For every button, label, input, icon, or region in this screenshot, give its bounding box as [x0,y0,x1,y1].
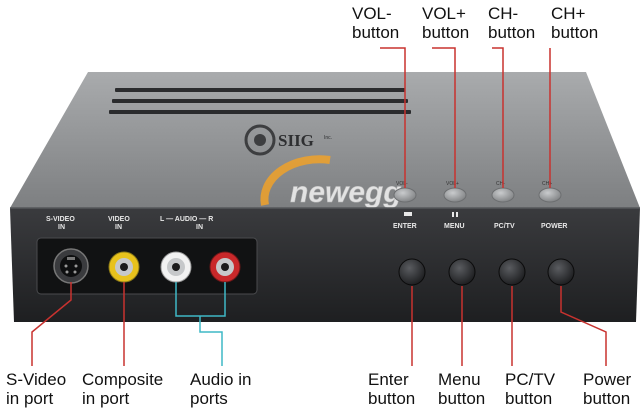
svg-text:CH-: CH- [496,181,505,187]
top-callout-lines [380,47,551,188]
svg-text:Inc.: Inc. [324,135,332,141]
vent-slot [109,110,411,114]
callout-composite-port: Composite in port [82,370,164,408]
vent-slot [115,88,405,92]
bottom-callout-lines [31,282,607,366]
vol-plus-top-button [443,187,467,203]
enter-button [398,258,426,286]
svg-text:ENTER: ENTER [393,223,417,230]
enter-icon [404,212,412,216]
svg-text:MENU: MENU [444,223,465,230]
power-button [547,258,575,286]
callout-power-button: Power button [583,370,632,408]
svg-text:VOL+: VOL+ [446,181,459,187]
ch-plus-top-button [538,187,562,203]
port-well [36,237,258,295]
callout-menu-button: Menu button [438,370,486,408]
svg-text:S-VIDEO: S-VIDEO [46,216,75,223]
newegg-watermark: newegg [260,155,402,209]
svg-text:VIDEO: VIDEO [108,216,130,223]
callout-vol-minus: VOL- button [352,4,400,42]
callout-pctv-button: PC/TV button [505,370,556,408]
svg-text:newegg: newegg [290,176,402,209]
audio-callout-lines [175,282,226,366]
callout-vol-plus: VOL+ button [422,4,470,42]
callout-audio-ports: Audio in ports [190,370,252,408]
brand-logo-text: SIIG [278,131,314,150]
vent-slot [112,99,408,103]
brand-logo-gear-icon [244,124,276,156]
svg-text:IN: IN [58,224,65,231]
svg-text:VOL-: VOL- [396,181,408,187]
pause-icon [452,212,454,217]
menu-button [448,258,476,286]
svg-text:IN: IN [196,224,203,231]
pctv-button [498,258,526,286]
callout-ch-plus: CH+ button [551,4,599,42]
callout-enter-button: Enter button [368,370,416,408]
ch-minus-top-button [491,187,515,203]
chassis-top-face [10,72,640,208]
svg-text:POWER: POWER [541,223,567,230]
svg-text:L — AUDIO — R: L — AUDIO — R [160,216,213,223]
callout-svideo-port: S-Video in port [6,370,67,408]
callout-ch-minus: CH- button [488,4,536,42]
svg-text:CH+: CH+ [542,181,552,187]
vol-minus-top-button [393,187,417,203]
svg-text:IN: IN [115,224,122,231]
svg-text:PC/TV: PC/TV [494,223,515,230]
